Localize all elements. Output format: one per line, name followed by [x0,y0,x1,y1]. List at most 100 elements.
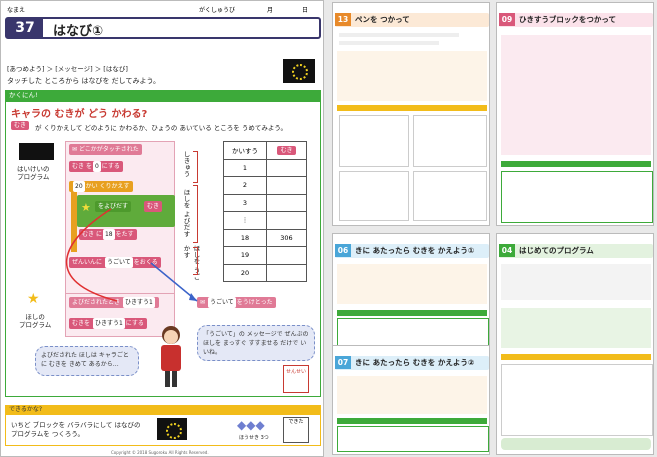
block-turn-b: に [95,231,102,238]
title-bar: 37 はなび① [5,17,321,39]
star-chip-icon: ★ [81,201,91,214]
direction-chip: むき [11,121,30,130]
table-cell: 3 [223,193,267,212]
fireworks-thumbnail [283,59,315,83]
receive-message: うごいて [207,297,236,308]
direction-value[interactable]: 0 [92,161,101,172]
thumb-title: きに あたったら むきを かえよう② [355,358,475,367]
flow-arrows [66,208,198,302]
block-spawn-arg[interactable]: むき [144,201,163,212]
star-icon: ★ [27,291,40,307]
lesson-number: 37 [7,19,43,37]
block-spawn-arg-label: むき [147,203,160,210]
bracket-start [193,151,198,183]
block-broadcast-c: をおくる [133,259,158,266]
worksheet-main: なまえ がくしゅうび 月 日 37 はなび① [あつめよう] ＞ [メッセージ]… [0,0,324,457]
question-detail: が くりかえして どのように かわるか、ひょうの あいている ところを うめてみ… [35,124,287,132]
repeat-bracket [71,192,77,252]
thumb-sheet-07[interactable]: 07 きに あたったら むきを かえよう② [332,345,490,455]
thumb-panel [337,376,487,414]
thumb-sheet-13[interactable]: 13 ペンを つかって [332,2,490,226]
thumb-band [337,105,487,111]
side-label-move: ほしを うごかす [182,245,200,280]
block-set-direction-a: むき [72,163,85,170]
thumb-panel [501,35,651,155]
level-label: ほうせき 3つ [239,435,269,441]
check-section [5,101,321,397]
thumb-footer [501,438,651,450]
check-header: かくにん! [5,90,321,101]
challenge-text: いちど ブロックを バラバラにして はなびの プログラムを つくろう。 [11,421,141,438]
thumb-title-bar: 13 ペンを つかって [335,13,489,27]
thumb-panel [501,308,651,348]
challenge-section [5,414,321,446]
date-label: がくしゅうび [199,7,236,14]
day-label: 日 [302,7,309,14]
thumb-title: きに あたったら むきを かえよう① [355,246,475,255]
block-receive[interactable]: ✉ うごいてをうけとった [197,297,276,308]
table-cell: 20 [223,263,267,282]
block-set-dir-arg-c: にする [125,320,144,327]
thumb-band [337,418,487,424]
answer-cell[interactable] [266,263,307,282]
block-when-spawned-arg: ひきすう1 [122,297,155,308]
question-title: キャラの むきが どう かわる? [11,109,148,120]
block-when-touched-label: どこかがタッチされた [78,146,139,153]
block-set-dir-arg-b: ひきすう1 [92,318,125,329]
breadcrumb: [あつめよう] ＞ [メッセージ] ＞ [はなび] [7,65,128,73]
table-header-direction: むき [266,141,307,160]
thumb-box [337,318,489,346]
thumb-band [501,354,651,360]
challenge-header: できるかな? [5,405,321,414]
table-header-direction-chip: むき [277,145,296,155]
envelope-icon: ✉ [72,146,78,153]
answer-cell [266,211,307,230]
answer-cell[interactable] [266,158,307,177]
thumb-title: ペンを つかって [355,15,410,24]
block-spawn-text: をよびだす [98,203,129,210]
block-when-spawned[interactable]: よびだされたとき ひきすう1 [69,297,159,308]
thumb-number: 13 [335,13,351,26]
thumb-box [501,171,653,223]
answer-cell[interactable] [266,176,307,195]
repeat-count[interactable]: 20 [73,181,85,192]
broadcast-message[interactable]: うごいて [104,257,133,268]
teacher-stamp-box: せんせい [283,365,309,393]
block-broadcast[interactable]: ぜんいんに うごいてをおくる [69,257,161,268]
answer-cell[interactable] [266,193,307,212]
bracket-move [193,247,198,275]
month-label: 月 [267,7,274,14]
block-broadcast-a: ぜんいんに [72,259,103,266]
thumb-band [501,161,651,167]
thumb-number: 07 [335,356,351,369]
side-label-spawn: ほしを よびだす [182,189,190,237]
turn-value[interactable]: 18 [102,229,115,240]
table-cell: 18 [223,228,267,247]
table-cell: 1 [223,158,267,177]
background-thumbnail [19,143,54,160]
copyright: Copyright © 2018 Sugoroku All Rights Res… [111,450,209,455]
block-turn-c: をたす [115,231,134,238]
block-repeat-label: かい くりかえす [85,183,130,190]
thumb-panel [337,264,487,304]
challenge-thumbnail [157,418,187,440]
answer-cell[interactable] [266,246,307,265]
thumb-number: 09 [499,13,515,26]
thumb-title: はじめてのプログラム [519,246,594,255]
character-illustration [161,326,181,387]
block-set-direction-c: にする [101,163,120,170]
block-when-spawned-a: よびだされたとき [72,299,121,306]
hint-bubble-left: よびだされた ほしは キャラごとに むきを きめて あるから… [35,346,139,376]
block-receive-label: をうけとった [236,299,273,306]
done-box[interactable]: できた [283,417,309,443]
block-when-touched[interactable]: ✉ どこかがタッチされた [69,144,142,155]
